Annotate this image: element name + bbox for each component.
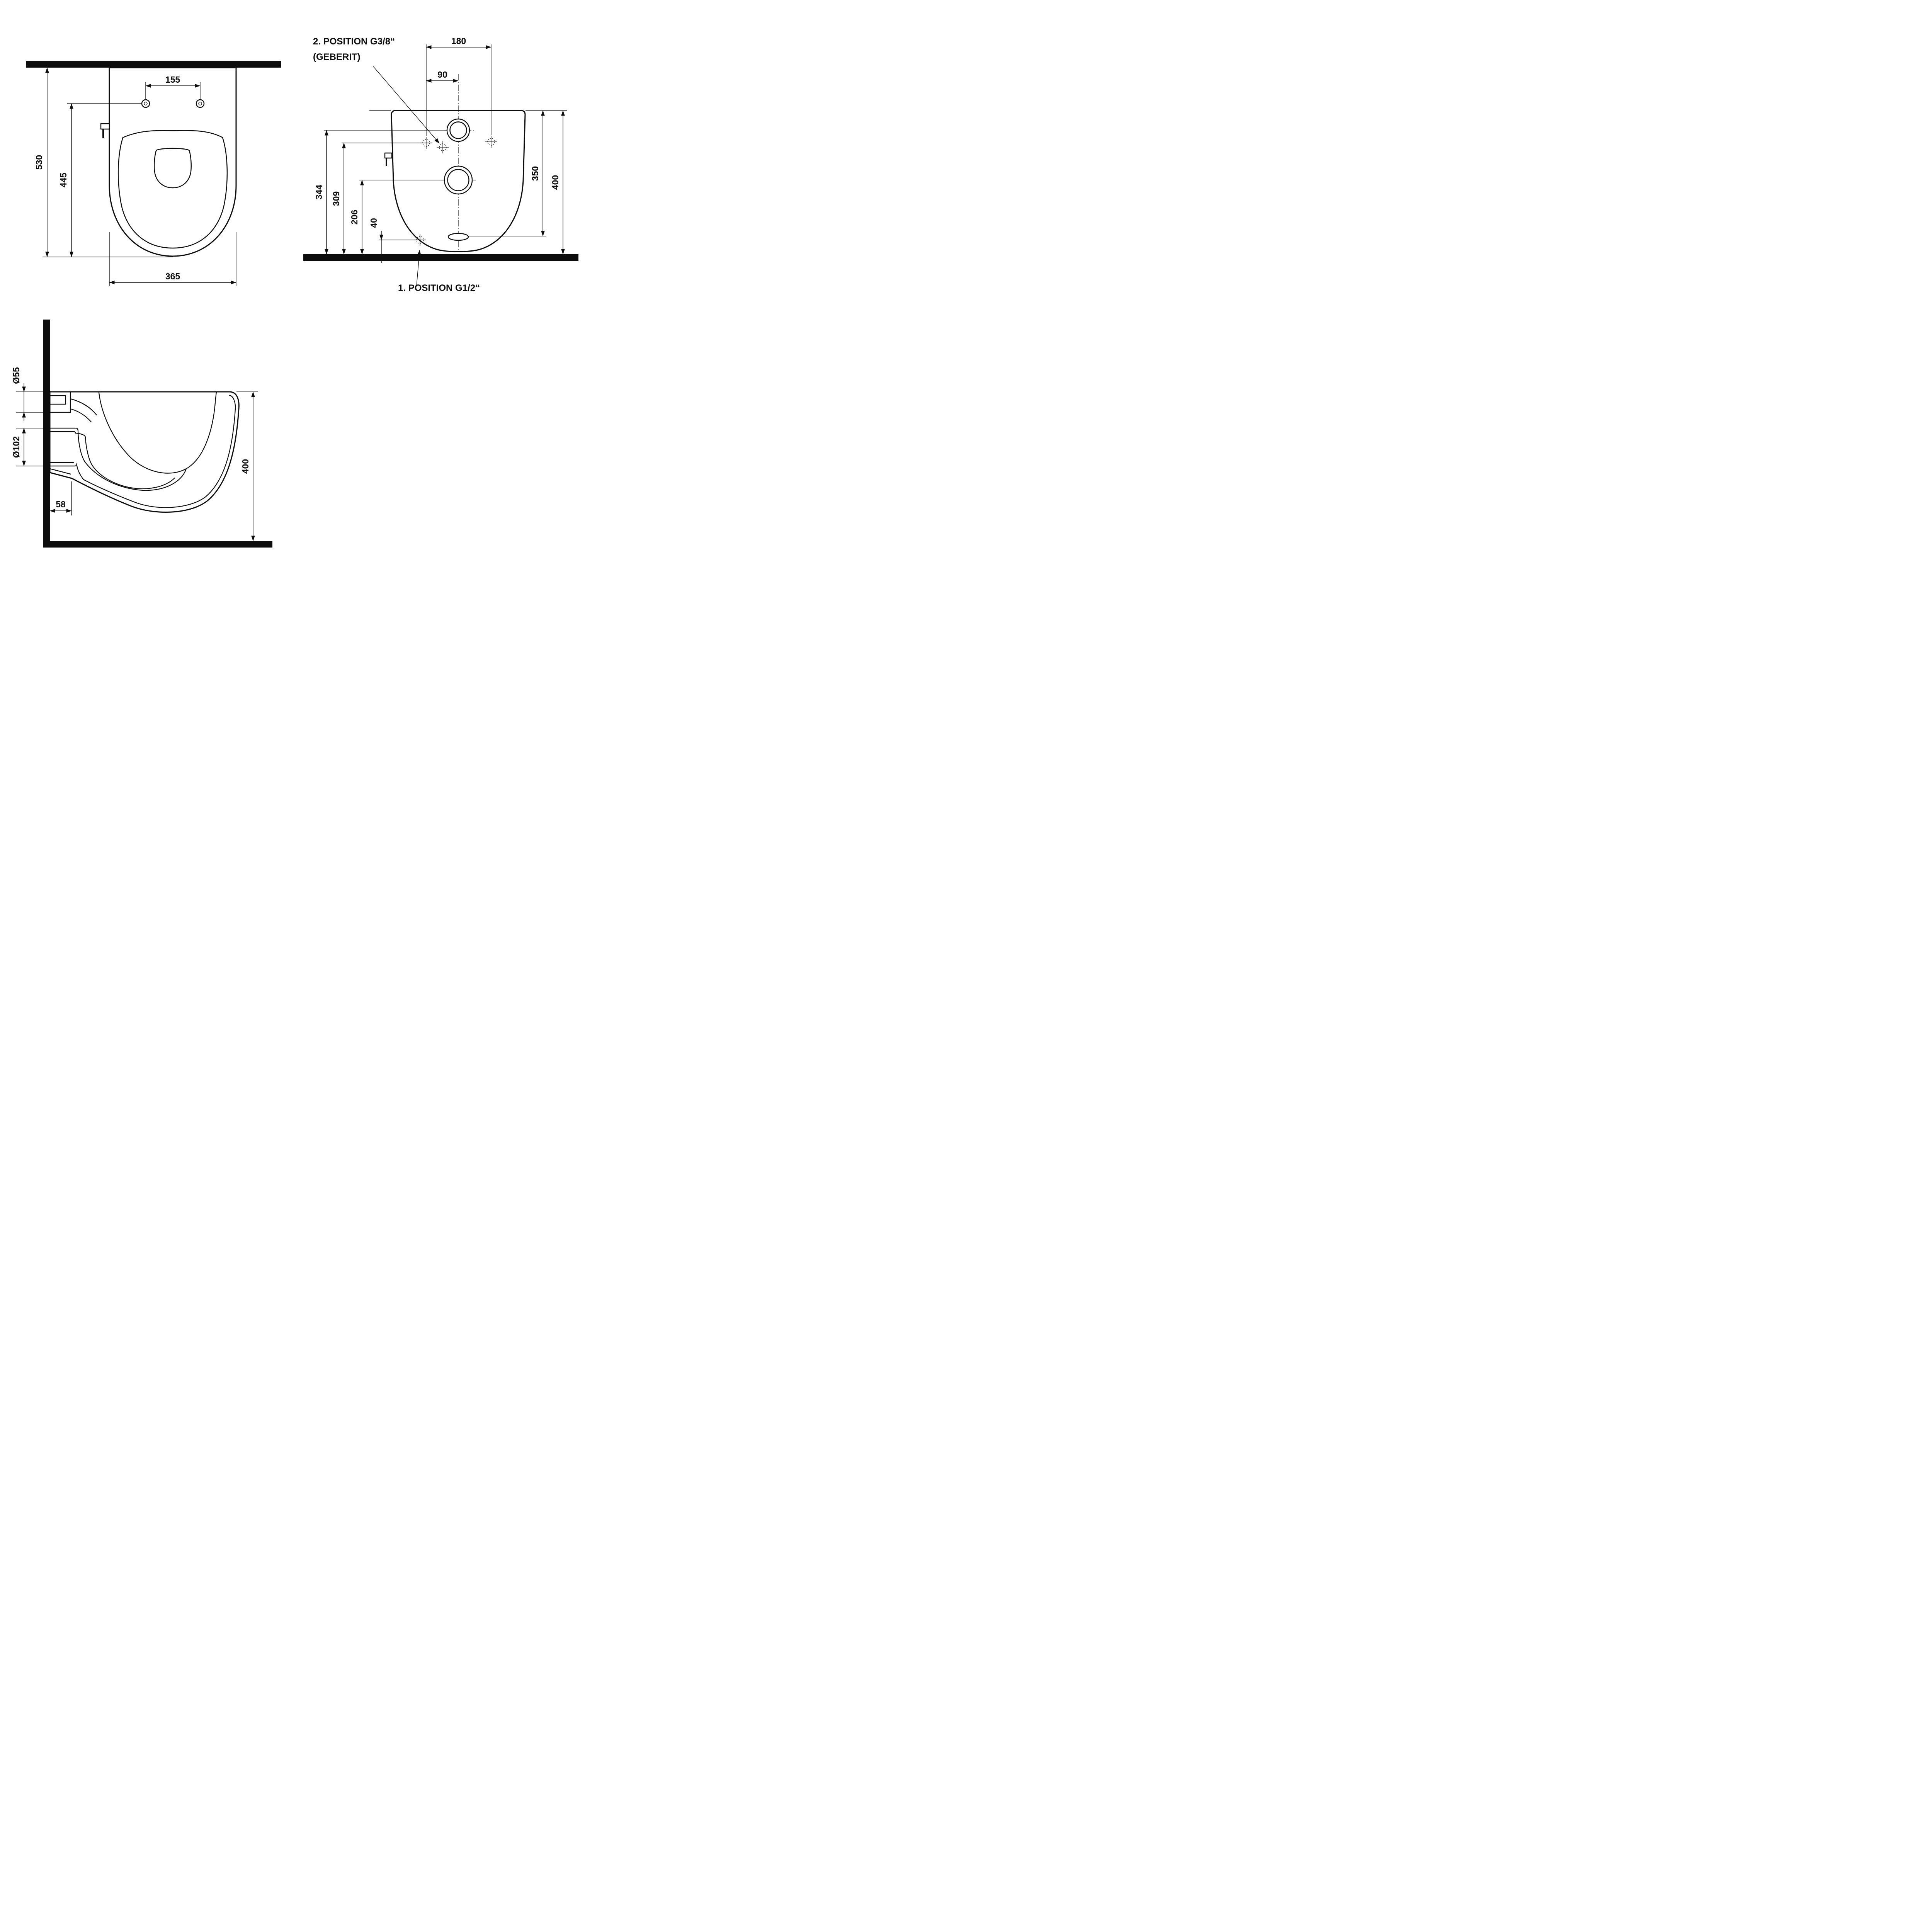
plan-seat-outline bbox=[117, 130, 228, 249]
dim-350: 350 bbox=[530, 110, 545, 236]
side-inlet-spud bbox=[49, 392, 97, 423]
leader-g38 bbox=[373, 66, 440, 144]
dim-206-label: 206 bbox=[349, 210, 359, 224]
dim-58: 58 bbox=[49, 499, 72, 513]
side-trap-upper-line bbox=[77, 431, 187, 491]
leader-g12 bbox=[416, 250, 421, 287]
label-position-g38: 2. POSITION G3/8“ bbox=[313, 36, 395, 47]
side-wall-bar bbox=[43, 320, 50, 548]
dim-400-side: 400 bbox=[240, 391, 255, 541]
dim-d55-label: Ø55 bbox=[11, 367, 21, 384]
dim-365: 365 bbox=[109, 232, 236, 286]
dim-d102-label: Ø102 bbox=[11, 436, 21, 458]
plan-hinge-hole-left bbox=[141, 99, 150, 108]
dim-309: 309 bbox=[331, 143, 346, 255]
side-trap-lower-line bbox=[76, 465, 84, 480]
dim-400-rear: 400 bbox=[550, 110, 565, 255]
dim-350-label: 350 bbox=[530, 166, 540, 181]
dim-155-label: 155 bbox=[165, 75, 180, 85]
side-shell-inner-line bbox=[83, 395, 236, 508]
dim-155: 155 bbox=[145, 75, 201, 99]
dim-40: 40 bbox=[369, 218, 383, 263]
rear-view: 180 90 344 309 206 40 350 bbox=[303, 36, 578, 293]
side-section-view: Ø55 Ø102 58 400 bbox=[11, 320, 272, 548]
rear-drain-hole bbox=[444, 165, 473, 195]
dim-90-label: 90 bbox=[437, 70, 447, 80]
side-drain-pipe bbox=[49, 427, 79, 467]
dim-365-label: 365 bbox=[165, 271, 180, 281]
plan-bowl-opening bbox=[154, 148, 192, 189]
plan-hinge-hole-right bbox=[196, 99, 205, 108]
dim-530: 530 bbox=[34, 67, 173, 257]
dim-90: 90 bbox=[426, 70, 459, 83]
technical-drawing-canvas: 155 530 445 365 bbox=[0, 0, 604, 604]
plan-side-fitting bbox=[100, 123, 110, 138]
dim-400-rear-label: 400 bbox=[550, 175, 560, 190]
rear-outlet-stub bbox=[447, 233, 469, 241]
rear-floor-bar bbox=[303, 254, 578, 261]
dim-180: 180 bbox=[426, 36, 492, 49]
dim-344: 344 bbox=[314, 130, 328, 255]
side-basin-line bbox=[98, 391, 217, 474]
label-position-g12: 1. POSITION G1/2“ bbox=[398, 283, 480, 293]
dim-40-label: 40 bbox=[369, 218, 379, 228]
plan-wall-bar bbox=[26, 61, 281, 68]
plan-view: 155 530 445 365 bbox=[26, 61, 281, 286]
dim-206: 206 bbox=[349, 180, 364, 255]
dim-445: 445 bbox=[58, 103, 141, 257]
dim-400-side-label: 400 bbox=[240, 459, 250, 474]
side-floor-bar bbox=[43, 541, 272, 548]
dim-d102: Ø102 bbox=[11, 428, 26, 466]
rear-side-fitting bbox=[384, 152, 393, 166]
label-position-g38-sub: (GEBERIT) bbox=[313, 52, 361, 62]
rear-inlet-hole bbox=[446, 118, 470, 142]
dim-309-label: 309 bbox=[331, 191, 341, 206]
dim-58-label: 58 bbox=[56, 499, 66, 509]
dim-d55: Ø55 bbox=[11, 367, 26, 421]
dim-530-label: 530 bbox=[34, 155, 44, 170]
dim-180-label: 180 bbox=[451, 36, 466, 46]
side-back-inner-line bbox=[49, 468, 71, 475]
dim-445-label: 445 bbox=[58, 173, 68, 188]
side-body-outline bbox=[49, 391, 240, 513]
dim-344-label: 344 bbox=[314, 185, 324, 200]
side-trap-middle-line bbox=[75, 432, 175, 489]
